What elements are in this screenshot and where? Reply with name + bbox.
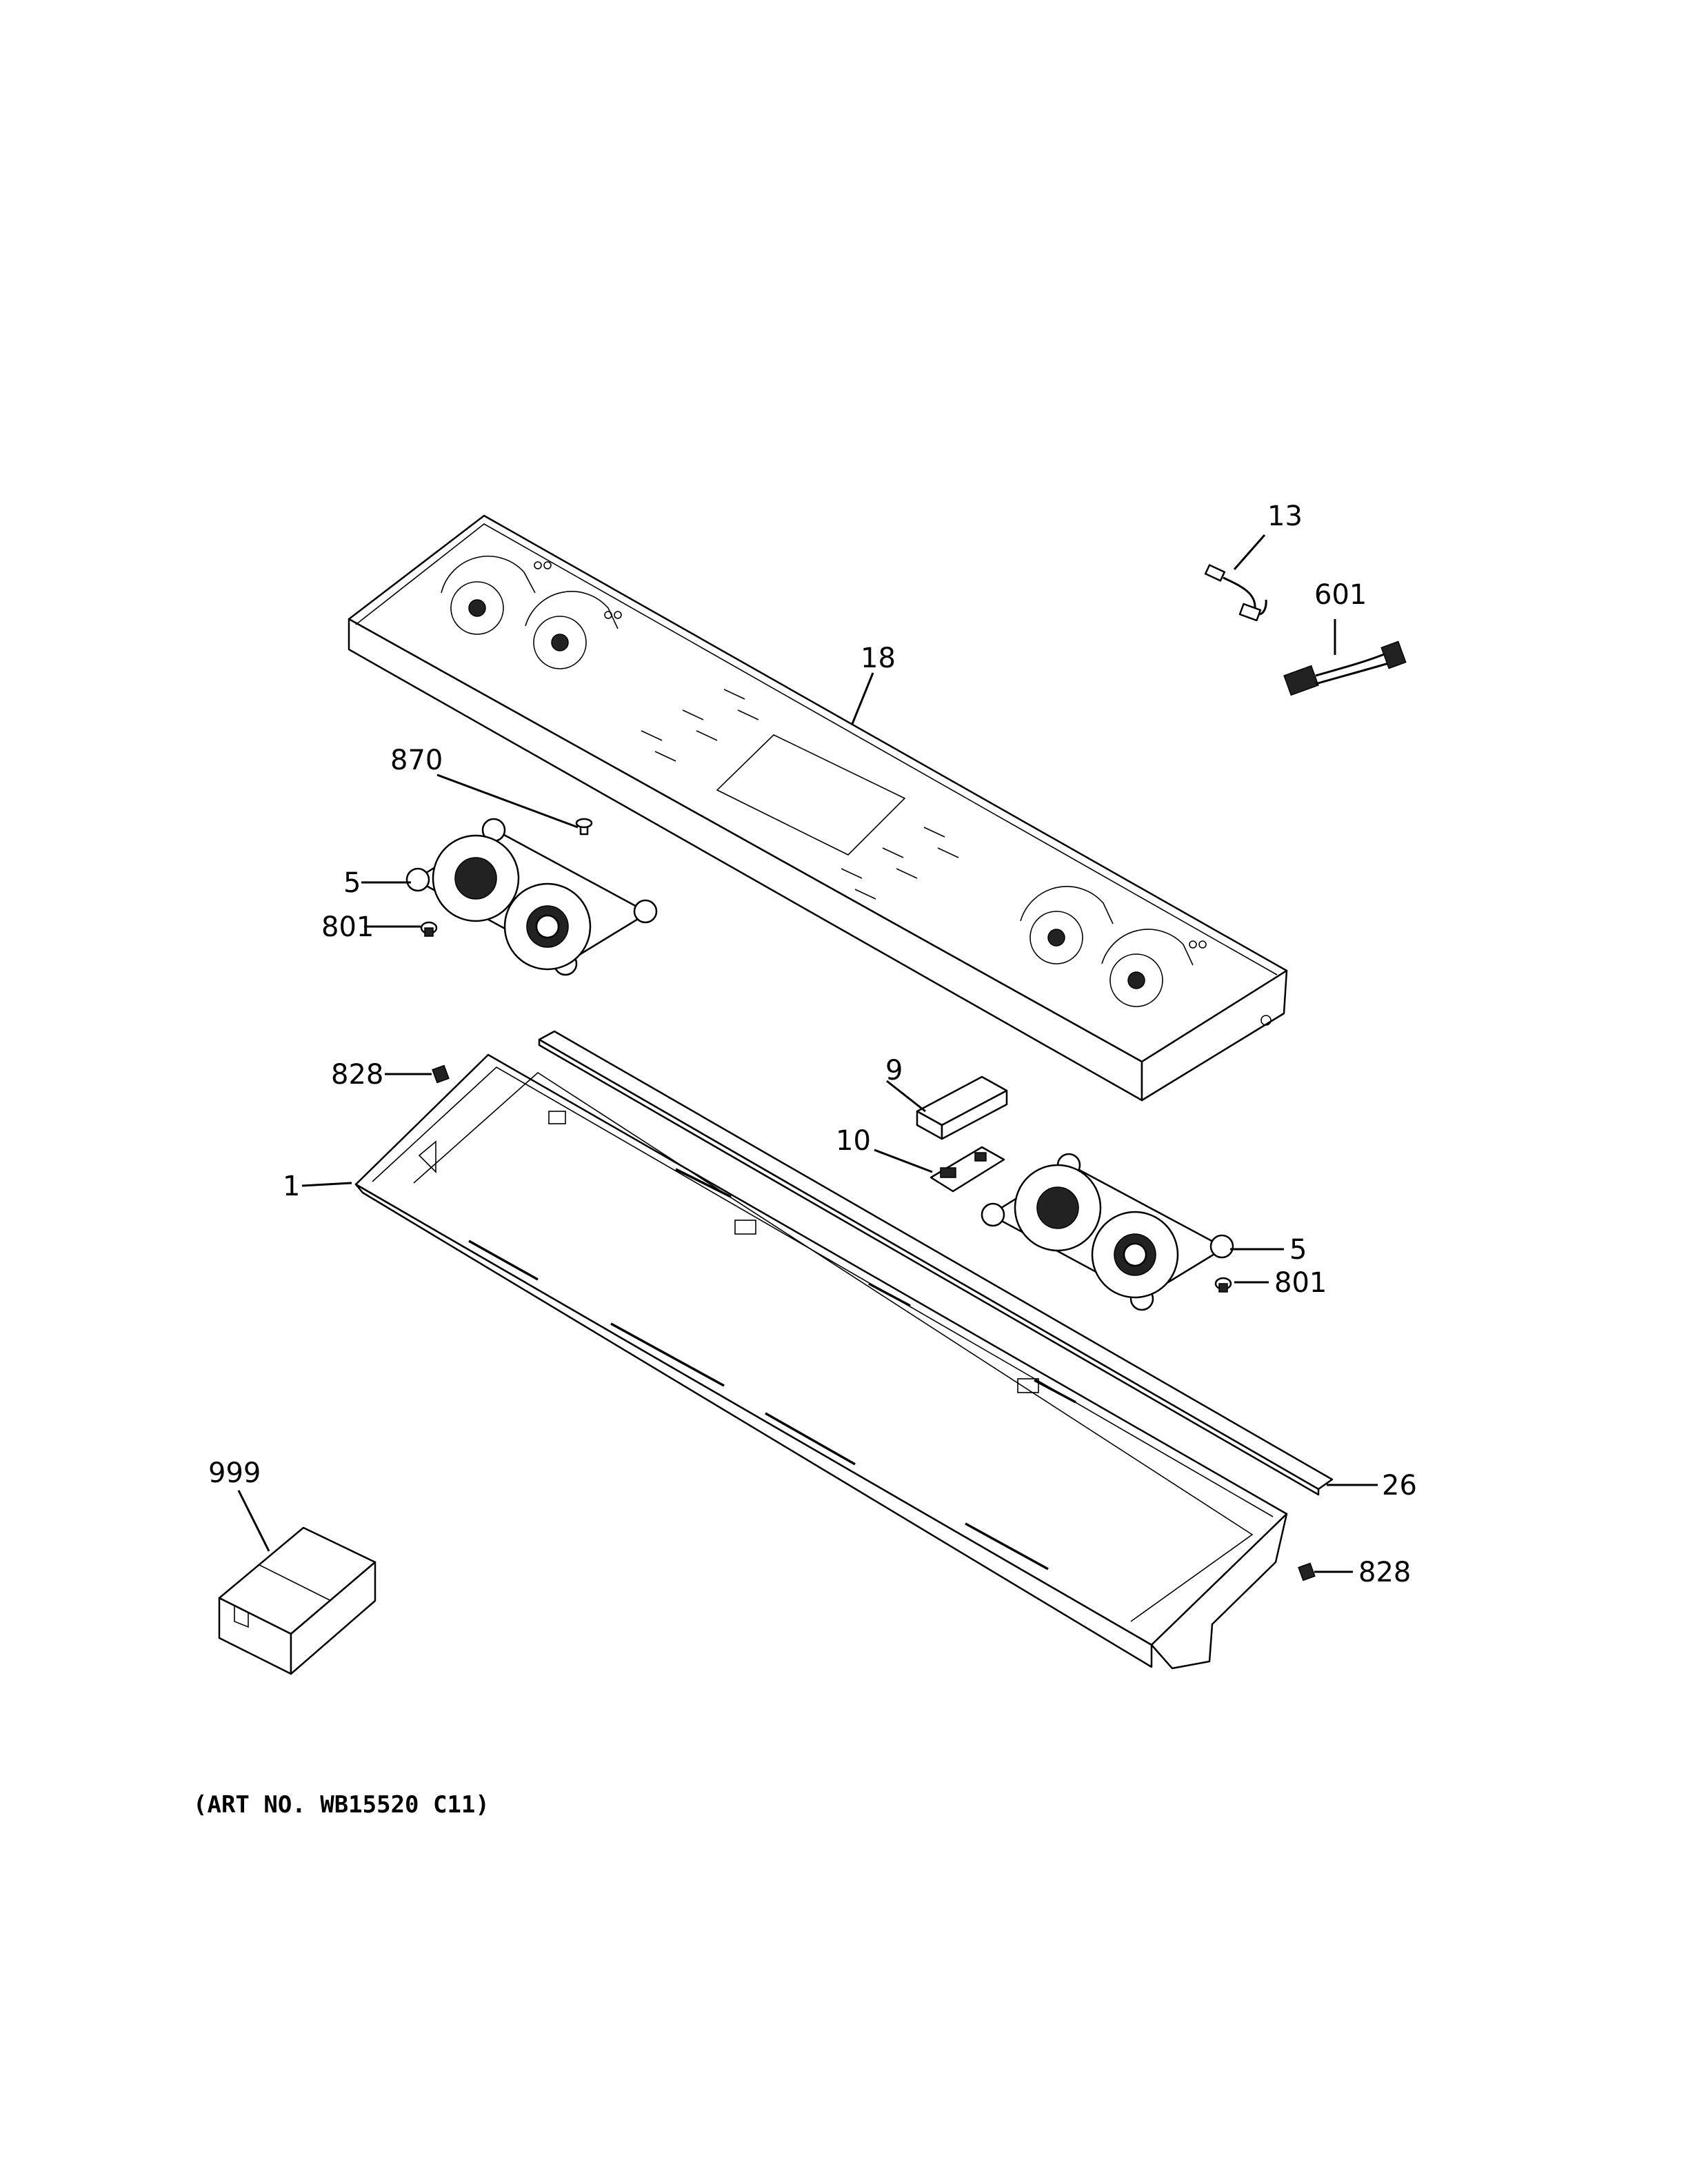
callout-labels: 13 601 18 870 5 801 828 9 10 1 5 801 26 …	[208, 501, 1417, 1588]
leader-lines	[237, 534, 1378, 1573]
callout-5-left: 5	[343, 867, 361, 899]
callout-801-right: 801	[1274, 1267, 1327, 1299]
callout-10: 10	[836, 1125, 871, 1157]
callout-828-right: 828	[1358, 1557, 1411, 1588]
knob-plate-part-5-right	[981, 1153, 1234, 1311]
art-number-caption: (ART NO. WB15520 C11)	[193, 1791, 490, 1819]
fastener-part-801-right	[1214, 1277, 1232, 1293]
callout-9: 9	[885, 1055, 903, 1086]
callout-1: 1	[283, 1171, 300, 1202]
callout-801-left: 801	[321, 911, 374, 943]
panel-frame-part-1	[354, 1053, 1288, 1670]
fastener-part-801-left	[420, 921, 438, 937]
board-cover-part-9	[916, 1075, 1008, 1140]
control-panel-part-18	[348, 514, 1288, 1102]
callout-870: 870	[390, 745, 443, 776]
callout-999: 999	[208, 1457, 261, 1489]
callout-26: 26	[1382, 1470, 1417, 1502]
knob-plate-part-5-left	[405, 818, 658, 976]
callout-13: 13	[1267, 501, 1303, 532]
wire-part-13	[1204, 564, 1267, 622]
wire-harness-part-601	[1283, 640, 1407, 696]
callout-828-left: 828	[331, 1059, 383, 1091]
board-part-10	[930, 1146, 1005, 1193]
gasket-strip-part-26	[538, 1030, 1334, 1496]
callout-601: 601	[1314, 579, 1367, 611]
screw-part-870	[575, 818, 593, 836]
callout-18: 18	[861, 643, 896, 674]
clip-part-828-left	[432, 1064, 450, 1084]
box-part-999	[218, 1526, 376, 1675]
callout-5-right: 5	[1289, 1234, 1307, 1266]
clip-part-828-right	[1298, 1562, 1316, 1581]
